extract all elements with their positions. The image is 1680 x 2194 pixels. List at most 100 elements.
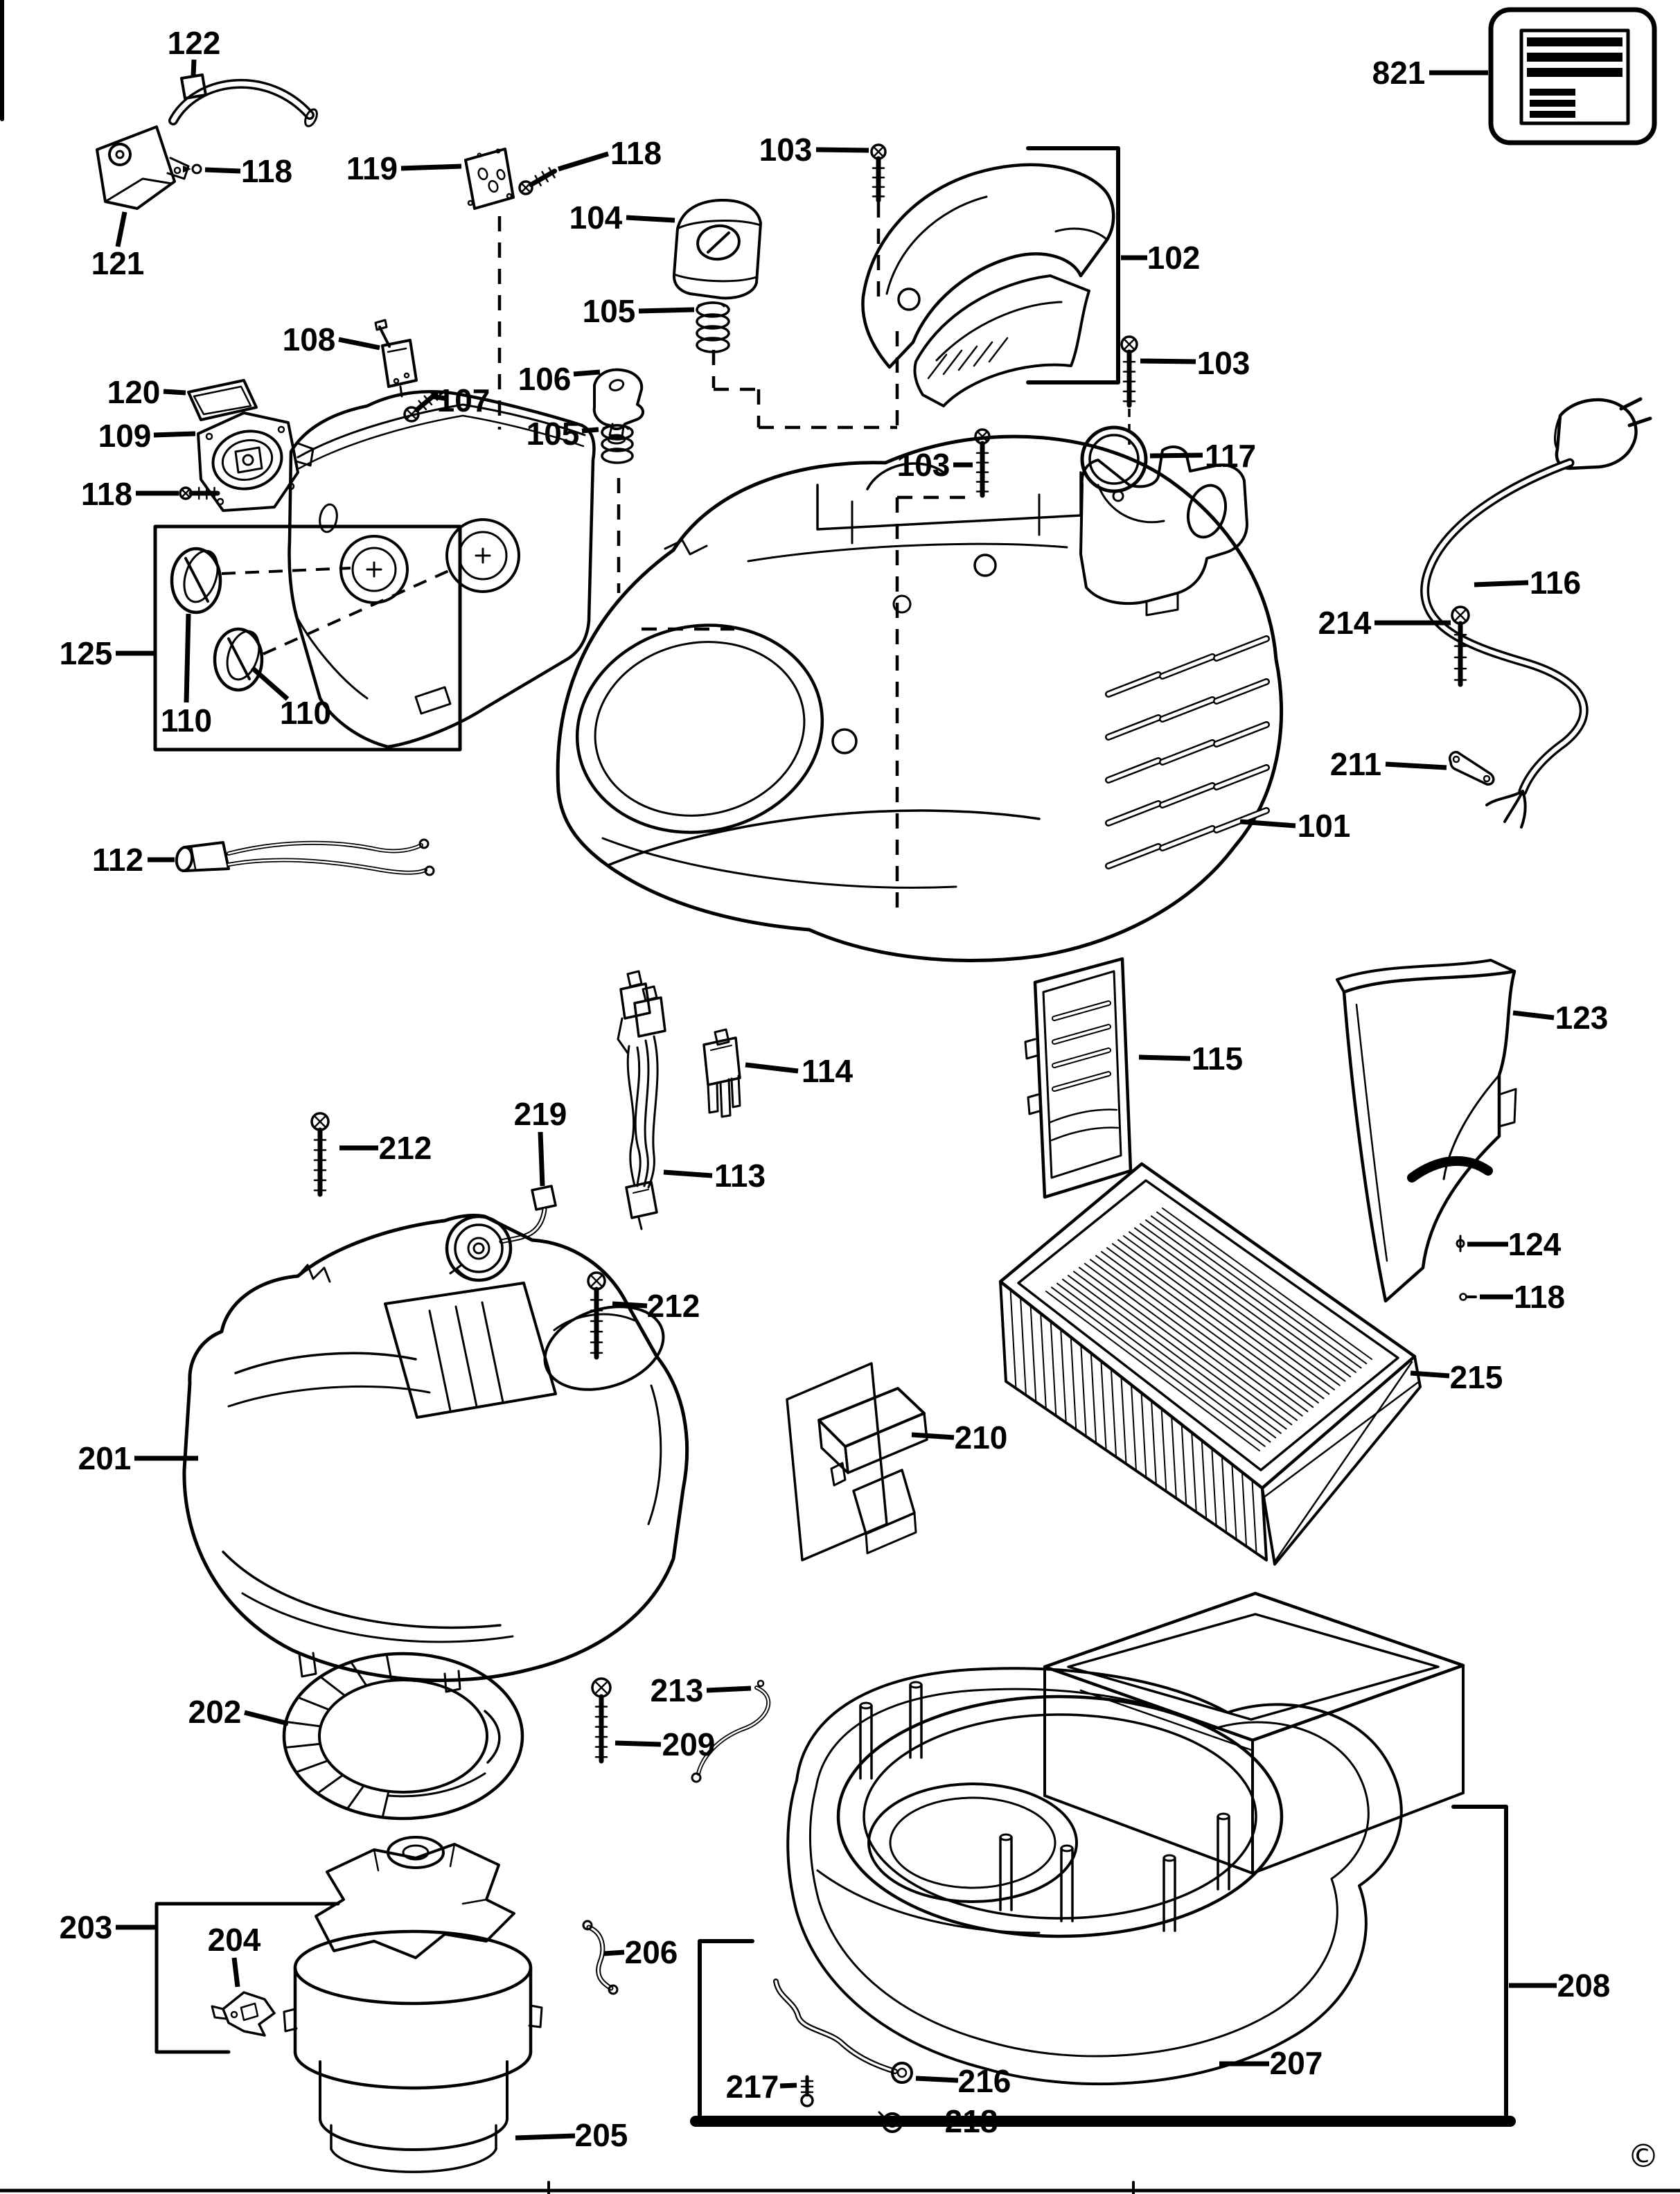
leader-line-101 xyxy=(1239,819,1296,829)
cover-101-hole xyxy=(831,728,858,754)
leader-line-114 xyxy=(745,1062,799,1074)
motor-205-impeller xyxy=(315,1843,515,1959)
fan-housing-201 xyxy=(647,1384,662,1525)
harness-113-plug xyxy=(633,1189,649,1194)
collar-outer xyxy=(836,1695,1284,1938)
part-number-112: 112 xyxy=(92,842,143,878)
part-label-216: 216 xyxy=(915,2063,1011,2099)
part-label-207: 207 xyxy=(1219,2045,1323,2081)
cam-106-hole xyxy=(608,379,625,391)
part-number-216: 216 xyxy=(958,2063,1011,2099)
cover-101-vent xyxy=(1214,637,1268,660)
part-label-123: 123 xyxy=(1512,1000,1608,1036)
filter-215-side-pleat xyxy=(1110,1368,1117,1458)
rating-label-icon xyxy=(1519,28,1630,125)
filter-215-side-pleat xyxy=(1080,1344,1087,1437)
leader-line-219 xyxy=(538,1131,545,1187)
part-label-119: 119 xyxy=(346,150,462,186)
wire-206-core xyxy=(587,1926,612,1990)
callout-bracket-203 xyxy=(154,1902,340,2054)
rating-label-bar xyxy=(1527,37,1622,46)
fan-housing-201 xyxy=(182,1213,689,1683)
cleat-204-slot xyxy=(240,2002,259,2022)
part-label-214: 214 xyxy=(1318,605,1451,641)
handle-102-duct xyxy=(935,301,1063,362)
pcb-210-box xyxy=(817,1419,849,1474)
cover-101-vent xyxy=(1160,698,1214,721)
console-recess-cross xyxy=(366,561,382,578)
part-label-215: 215 xyxy=(1410,1359,1503,1395)
wire-216-loop xyxy=(891,2062,913,2084)
cover-101-vent xyxy=(1106,759,1160,782)
bag-123-stripe xyxy=(1407,1156,1493,1183)
part-label-102: 102 xyxy=(1121,240,1200,276)
screw-212-1-head xyxy=(314,1115,326,1128)
plug-116 xyxy=(1554,414,1562,450)
part-number-122: 122 xyxy=(168,25,221,61)
part-number-105-2: 105 xyxy=(527,416,580,452)
part-label-210: 210 xyxy=(911,1419,1007,1456)
bracket-121-hole xyxy=(115,150,125,159)
cover-101-handle-arc xyxy=(866,462,945,490)
part-number-208: 208 xyxy=(1557,1967,1611,2003)
wire-112-connector xyxy=(190,845,197,870)
screw-107-thread xyxy=(423,395,433,406)
connector-114-body xyxy=(702,1036,741,1086)
part-number-219: 219 xyxy=(514,1096,567,1132)
ring-202-fin xyxy=(385,1653,393,1682)
wire-112-terminal xyxy=(424,865,435,876)
motor-205-tab xyxy=(528,2004,543,2028)
clamp-211-hole xyxy=(1483,775,1491,783)
part-label-211: 211 xyxy=(1330,746,1447,782)
filter-215-side-pleat xyxy=(1020,1296,1027,1396)
ring-202-fin xyxy=(284,1742,321,1749)
part-number-101: 101 xyxy=(1298,808,1351,844)
cleat-204-tail xyxy=(211,2005,227,2020)
part-number-212-1: 212 xyxy=(379,1130,432,1166)
rating-label-bar xyxy=(1530,111,1575,118)
cover-101-vent xyxy=(1160,741,1214,764)
plate-119-hole xyxy=(488,179,499,193)
filter-215-pleat xyxy=(1145,1219,1356,1373)
fan-housing-201-duct xyxy=(543,1305,665,1391)
harness-113-pin xyxy=(642,985,658,1002)
cover-101-vent xyxy=(1160,826,1214,850)
part-label-118-4: 118 xyxy=(1480,1279,1565,1315)
tank-rim-inner xyxy=(1067,1613,1440,1721)
wire-213-core xyxy=(697,1686,770,1775)
filter-215-pleat xyxy=(1151,1215,1362,1369)
part-number-204: 204 xyxy=(208,1922,261,1958)
filter-215-side-pleat xyxy=(1251,1479,1257,1555)
flap-120 xyxy=(187,379,258,421)
filter-215-side-pleat xyxy=(1050,1320,1057,1417)
bracket-121-tab xyxy=(166,157,190,180)
pcb-210-block xyxy=(865,1512,917,1555)
part-label-212-2: 212 xyxy=(612,1288,700,1324)
knob-110 xyxy=(170,547,222,614)
part-number-110-1: 110 xyxy=(161,702,212,738)
leader-line-206 xyxy=(603,1949,625,1956)
spring-105-2-tail xyxy=(602,424,629,430)
filter-215-pleat xyxy=(1062,1278,1277,1439)
part-number-201: 201 xyxy=(78,1440,132,1476)
plate-119-hole xyxy=(496,168,506,181)
cover-101-vent xyxy=(1214,723,1268,746)
leader-line-105-2 xyxy=(581,427,599,434)
nut-218 xyxy=(887,2117,898,2128)
callout-bracket-208 xyxy=(1451,1805,1508,2118)
knob-110-face xyxy=(183,549,219,603)
fan-housing-201 xyxy=(227,1385,431,1408)
part-number-206: 206 xyxy=(625,1934,678,1970)
screw-118-2-shaft xyxy=(529,168,558,187)
cover-101-tabs xyxy=(664,539,708,556)
switch-108 xyxy=(387,347,407,353)
console-recess-cross xyxy=(475,547,491,564)
part-label-209: 209 xyxy=(614,1726,715,1762)
fan-housing-201-foot xyxy=(298,1652,317,1678)
part-label-208: 208 xyxy=(1509,1967,1610,2003)
part-label-108: 108 xyxy=(283,321,380,357)
socket-109-oval xyxy=(221,439,274,481)
filter-215-shroud xyxy=(1273,1361,1413,1563)
screw-118-2-thread xyxy=(548,167,556,179)
screw-118-1 xyxy=(191,163,202,175)
